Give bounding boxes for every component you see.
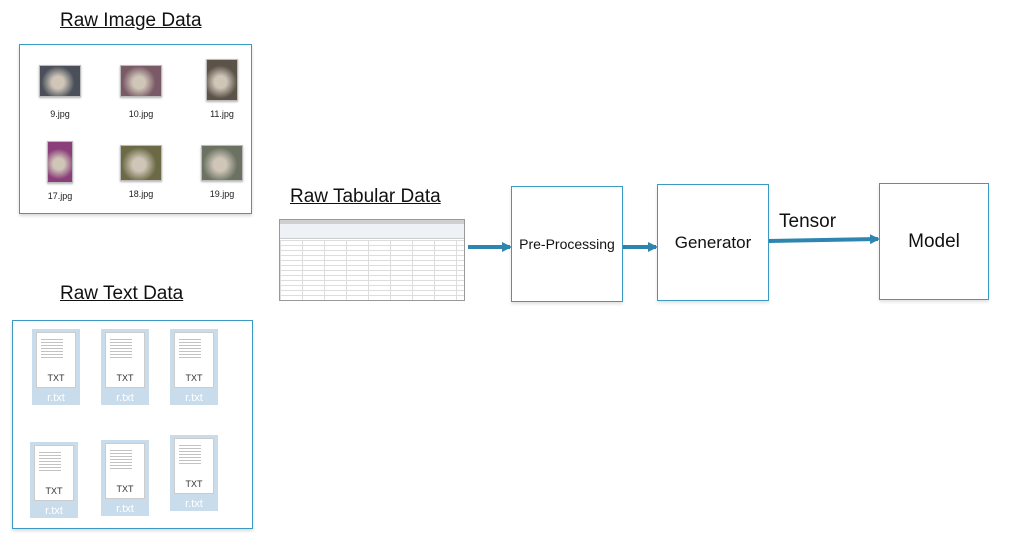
preprocessing-label: Pre-Processing (519, 236, 615, 252)
text-filename: r.txt (116, 503, 134, 515)
text-file-item[interactable]: TXT r.txt (30, 442, 78, 518)
raw-text-title: Raw Text Data (60, 283, 184, 304)
image-thumbnail (47, 141, 73, 183)
image-thumbnail (206, 59, 238, 101)
text-file-item[interactable]: TXT r.txt (170, 435, 218, 511)
text-filename: r.txt (116, 392, 134, 404)
document-icon: TXT (105, 443, 145, 499)
raw-tabular-title: Raw Tabular Data (290, 186, 441, 207)
text-file-item[interactable]: TXT r.txt (170, 329, 218, 405)
image-file-item[interactable]: 18.jpg (111, 145, 171, 199)
image-file-item[interactable]: 17.jpg (30, 141, 90, 201)
tensor-label: Tensor (779, 211, 837, 232)
image-thumbnail (39, 65, 81, 97)
generator-label: Generator (674, 232, 752, 252)
image-file-item[interactable]: 19.jpg (192, 145, 252, 199)
image-filename: 18.jpg (128, 189, 154, 199)
model-box: Model (879, 183, 989, 300)
image-thumbnail (201, 145, 243, 181)
arrow-generator-to-model (767, 234, 880, 245)
image-file-item[interactable]: 11.jpg (192, 59, 252, 119)
document-icon: TXT (174, 332, 214, 388)
file-type-label: TXT (45, 486, 63, 496)
spreadsheet-thumbnail (279, 219, 465, 301)
text-filename: r.txt (47, 392, 65, 404)
document-icon: TXT (36, 332, 76, 388)
image-thumbnail (120, 65, 162, 97)
text-filename: r.txt (185, 392, 203, 404)
document-icon: TXT (34, 445, 74, 501)
generator-box: Generator (657, 184, 769, 301)
image-filename: 19.jpg (209, 189, 235, 199)
file-type-label: TXT (116, 373, 134, 383)
file-type-label: TXT (116, 484, 134, 494)
image-thumbnail (120, 145, 162, 181)
text-file-item[interactable]: TXT r.txt (101, 440, 149, 516)
text-file-item[interactable]: TXT r.txt (101, 329, 149, 405)
text-file-item[interactable]: TXT r.txt (32, 329, 80, 405)
raw-text-panel: TXT r.txt TXT r.txt TXT r.txt TXT r.txt … (12, 320, 253, 529)
document-icon: TXT (174, 438, 214, 494)
file-type-label: TXT (185, 479, 203, 489)
model-label: Model (908, 230, 960, 252)
image-file-item[interactable]: 9.jpg (30, 65, 90, 119)
image-filename: 10.jpg (128, 109, 154, 119)
file-type-label: TXT (185, 373, 203, 383)
document-icon: TXT (105, 332, 145, 388)
raw-image-title: Raw Image Data (60, 10, 202, 31)
image-filename: 17.jpg (47, 191, 73, 201)
preprocessing-box: Pre-Processing (511, 186, 623, 302)
image-filename: 11.jpg (210, 109, 234, 119)
file-type-label: TXT (47, 373, 65, 383)
image-filename: 9.jpg (50, 109, 70, 119)
text-filename: r.txt (45, 505, 63, 517)
text-filename: r.txt (185, 498, 203, 510)
raw-image-panel: 9.jpg 10.jpg 11.jpg 17.jpg 18.jpg 19.jpg (19, 44, 252, 214)
image-file-item[interactable]: 10.jpg (111, 65, 171, 119)
